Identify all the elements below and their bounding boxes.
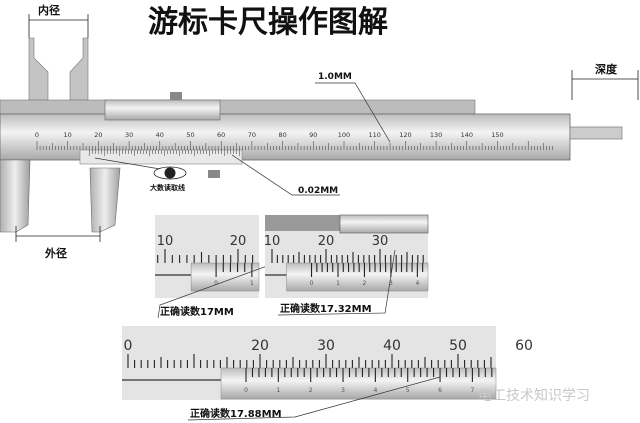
reading-example-3: 0 20 30 40 50 60 0 1 2 3 4 5 6 7 正确读数17.88MM (122, 326, 533, 421)
inset-vernier-plate (220, 367, 497, 400)
reading-caption: 正确读数17MM (160, 305, 234, 318)
outer-diameter-arrow (15, 226, 101, 242)
inset-main-label: 20 (230, 234, 247, 249)
inset-main-label: 10 (157, 234, 174, 249)
main-scale-label: 140 (461, 131, 473, 139)
watermark: 电工技术知识学习 (478, 387, 590, 404)
caption-leader (277, 249, 396, 316)
main-scale-label: 50 (186, 131, 194, 139)
movable-lower-jaw[interactable] (89, 167, 121, 233)
slider[interactable] (104, 99, 221, 121)
main-scale-label: 70 (248, 131, 256, 139)
inset-vernier-label: 2 (309, 387, 313, 394)
main-scale-label: 40 (156, 131, 164, 139)
main-scale: 0 10 20 30 40 50 60 70 80 90 100 110 120 130 140 150 (35, 131, 554, 150)
main-scale-label: 20 (94, 131, 102, 139)
inset-vernier-label: 3 (341, 387, 345, 394)
slider-thumb[interactable] (208, 170, 220, 178)
eye-icon (153, 166, 187, 180)
inset-main-label: 50 (449, 338, 467, 354)
reading-example-1: 10 20 0 1 正确读数17MM (155, 215, 279, 319)
main-scale-unit-label: 1.0MM (318, 72, 352, 82)
reading-example-2: 10 20 30 0 1 2 3 4 正确读数17.32MM (264, 214, 429, 316)
inset-vernier-label: 0 (214, 280, 218, 287)
beam-top (0, 99, 476, 115)
depth-rod (569, 126, 623, 140)
slider-screw[interactable] (170, 92, 182, 100)
inset-vernier-label: 0 (310, 280, 314, 287)
inset-vernier-label: 0 (244, 387, 248, 394)
main-scale-label: 120 (399, 131, 411, 139)
inset-vernier-label: 1 (250, 280, 254, 287)
main-scale-label: 10 (64, 131, 72, 139)
main-scale-label: 0 (35, 131, 39, 139)
main-scale-label: 60 (217, 131, 225, 139)
inset-vernier-label: 1 (336, 280, 340, 287)
inset-main-label: 30 (372, 234, 389, 249)
main-scale-label: 130 (430, 131, 442, 139)
reading-line-leader (94, 157, 161, 170)
depth-label: 深度 (595, 62, 618, 76)
inset-main-label: 10 (264, 234, 281, 249)
inset-main-label: 20 (318, 234, 335, 249)
inset-vernier-label: 3 (389, 280, 393, 287)
inner-diameter-label: 内径 (38, 3, 60, 17)
main-scale-label: 30 (125, 131, 133, 139)
reading-caption: 正确读数17.88MM (190, 407, 282, 420)
outer-diameter-label: 外径 (44, 246, 67, 260)
reading-line-label: 大数读取线 (150, 183, 185, 192)
inset-vernier-label: 5 (406, 387, 410, 394)
inset-vernier-label: 4 (415, 280, 419, 287)
main-scale-label: 90 (309, 131, 317, 139)
inset-main-label: 30 (317, 338, 335, 354)
inset-vernier-label: 2 (363, 280, 367, 287)
reading-caption: 正确读数17.32MM (280, 302, 372, 315)
main-scale-label: 80 (278, 131, 286, 139)
inset-vernier-plate (190, 262, 260, 292)
inset-vernier-label: 4 (373, 387, 377, 394)
inset-main-label: 60 (515, 338, 533, 354)
inset-main-label: 0 (124, 338, 133, 354)
inset-main-label: 40 (383, 338, 401, 354)
inner-diameter-arrow (28, 14, 89, 38)
fixed-lower-jaw (0, 159, 31, 233)
inset-vernier-label: 7 (470, 387, 474, 394)
inset-vernier-label: 6 (438, 387, 442, 394)
main-scale-label: 110 (368, 131, 380, 139)
main-scale-label: 100 (338, 131, 350, 139)
vernier-unit-label: 0.02MM (298, 186, 338, 196)
caption-leader (187, 376, 441, 421)
main-scale-label: 150 (491, 131, 503, 139)
vernier-scale (88, 150, 240, 156)
inset-main-label: 20 (251, 338, 269, 354)
page-title: 游标卡尺操作图解 (148, 5, 388, 40)
main-scale-leader (315, 82, 391, 143)
inset-vernier-plate (286, 262, 429, 292)
upper-jaws (28, 37, 89, 101)
depth-arrow (571, 70, 639, 100)
vernier-plate (79, 149, 243, 165)
vernier-leader (231, 154, 340, 196)
caption-leader (157, 261, 279, 319)
inset-vernier-label: 1 (276, 387, 280, 394)
